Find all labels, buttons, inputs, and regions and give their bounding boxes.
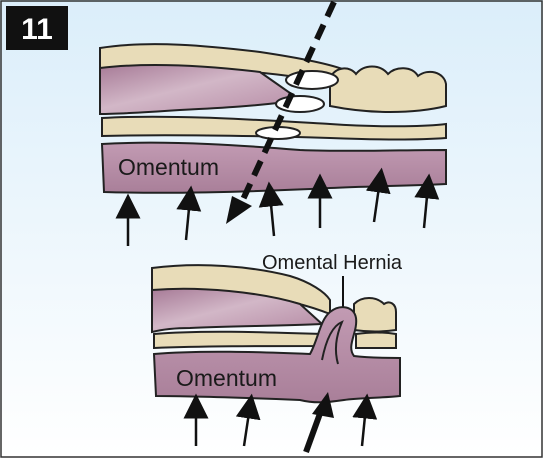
figure-number: 11: [21, 13, 53, 46]
top-fascial-defect: [286, 71, 338, 89]
omentum-label-bottom: Omentum: [176, 365, 277, 391]
bottom-preperitoneal-fat-left: [154, 332, 322, 348]
omental-hernia-label: Omental Hernia: [262, 252, 403, 274]
top-subcutaneous-fat-bulge: [330, 67, 446, 113]
top-fascial-defect-lower: [276, 96, 324, 112]
bottom-preperitoneal-fat-right: [356, 333, 396, 349]
omentum-label-top: Omentum: [118, 154, 219, 180]
bottom-subcutaneous-fat: [354, 298, 396, 332]
figure-number-badge: 11: [6, 6, 68, 50]
